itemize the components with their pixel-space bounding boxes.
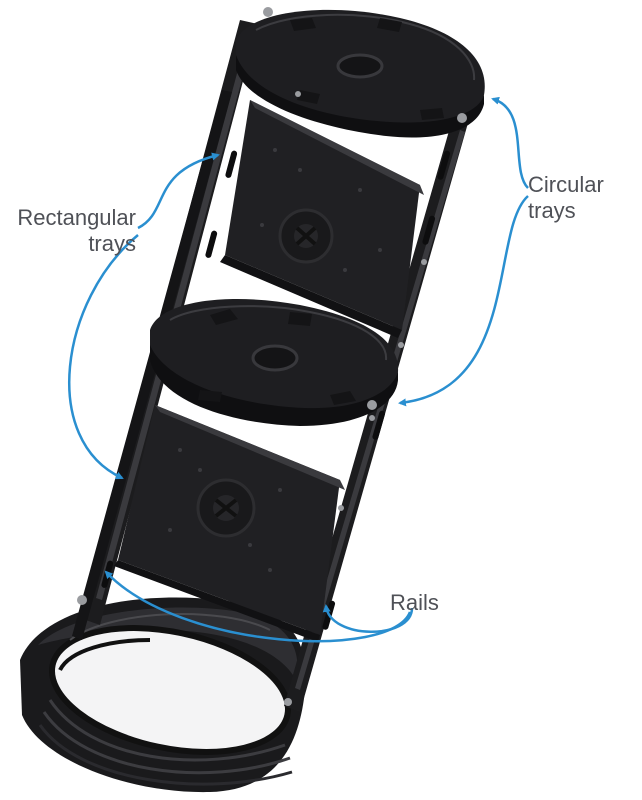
label-circular-trays-line1: Circular [528, 172, 604, 197]
rectangular-tray-lower [114, 405, 345, 642]
label-rectangular-trays: Rectangular trays [6, 205, 136, 257]
label-rails-line1: Rails [390, 590, 439, 615]
rectangular-tray-upper [220, 100, 424, 338]
label-circular-trays-line2: trays [528, 198, 576, 223]
circular-tray-top [236, 7, 485, 138]
callout-rectangular-trays [68, 152, 220, 480]
callout-circular-trays [398, 96, 529, 407]
callout-rails [104, 570, 414, 643]
label-rectangular-trays-line2: trays [88, 231, 136, 256]
circular-tray-middle [150, 298, 399, 426]
base-ring [20, 597, 306, 793]
label-rectangular-trays-line1: Rectangular [17, 205, 136, 230]
label-circular-trays: Circular trays [528, 172, 604, 224]
label-rails: Rails [390, 590, 439, 616]
base-screws [77, 595, 292, 706]
